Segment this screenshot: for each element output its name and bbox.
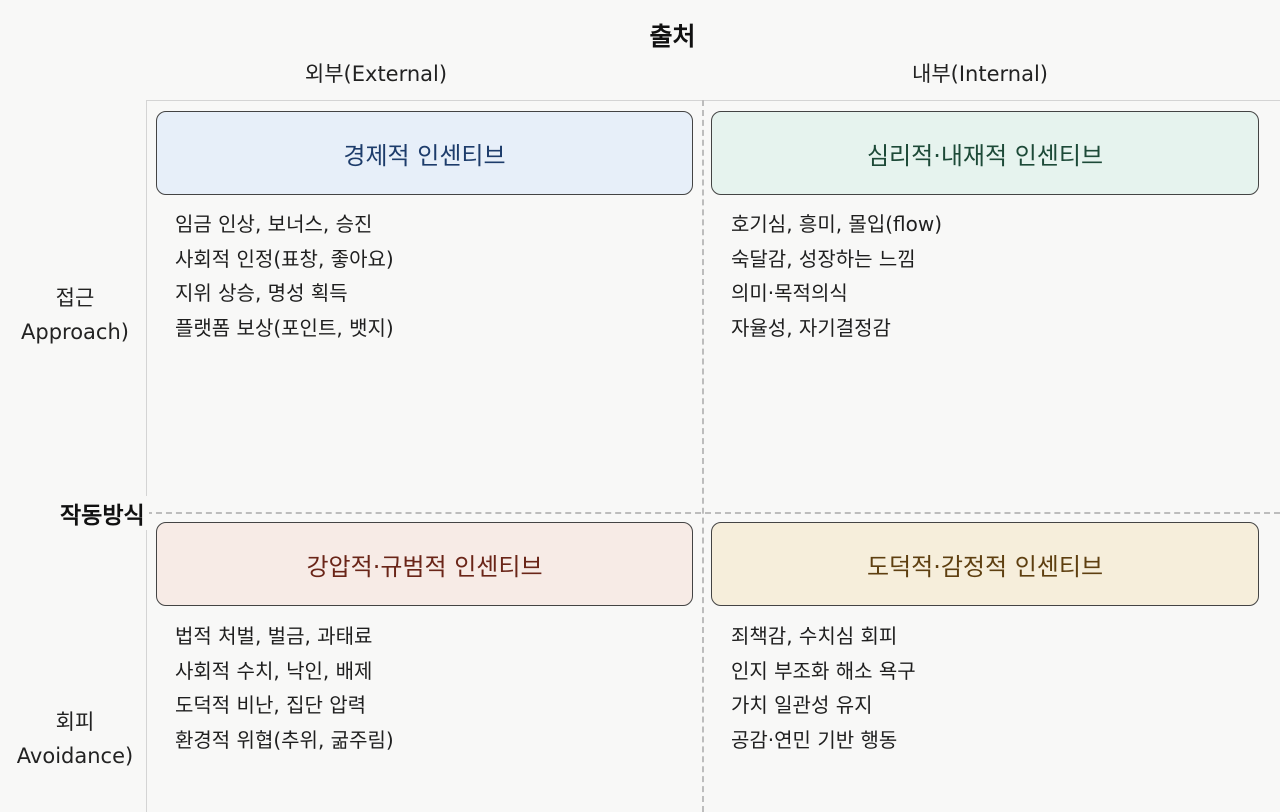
economic-item-list: 임금 인상, 보너스, 승진 사회적 인정(표창, 좋아요) 지위 상승, 명성…: [175, 207, 394, 345]
row-label-approach: 접근 Approach): [0, 281, 150, 349]
column-label-internal: 내부(Internal): [912, 62, 1048, 86]
list-item: 사회적 인정(표창, 좋아요): [175, 246, 394, 271]
list-item: 플랫폼 보상(포인트, 뱃지): [175, 315, 394, 340]
list-item: 의미·목적의식: [731, 281, 848, 305]
row-label-approach-line1: 접근: [55, 286, 95, 310]
vertical-divider: [702, 100, 704, 812]
moral-incentive-box: 도덕적·감정적 인센티브: [711, 522, 1259, 606]
row-label-avoidance-line2: Avoidance): [16, 744, 134, 768]
list-item: 인지 부조화 해소 욕구: [731, 658, 916, 683]
source-axis-title: 출처: [649, 22, 696, 51]
coercive-incentive-box: 강압적·규범적 인센티브: [156, 522, 693, 606]
psychological-item-list: 호기심, 흥미, 몰입(flow) 숙달감, 성장하는 느낌 의미·목적의식 자…: [731, 207, 942, 345]
row-label-avoidance-line1: 회피: [55, 710, 95, 734]
list-item: 호기심, 흥미, 몰입(flow): [731, 212, 943, 236]
list-item: 자율성, 자기결정감: [731, 315, 891, 340]
list-item: 죄책감, 수치심 회피: [731, 624, 898, 648]
list-item: 공감·연민 기반 행동: [731, 727, 898, 752]
list-item: 법적 처벌, 벌금, 과태료: [175, 624, 373, 648]
list-item: 사회적 수치, 낙인, 배제: [175, 658, 373, 683]
quadrant-grid-frame: [146, 100, 1280, 812]
column-label-external: 외부(External): [304, 62, 448, 86]
row-label-avoidance: 회피 Avoidance): [0, 705, 150, 773]
list-item: 숙달감, 성장하는 느낌: [731, 246, 916, 271]
economic-incentive-box: 경제적 인센티브: [156, 111, 693, 195]
list-item: 지위 상승, 명성 획득: [175, 281, 348, 305]
psychological-incentive-box: 심리적·내재적 인센티브: [711, 111, 1259, 195]
horizontal-divider: [146, 512, 1280, 514]
row-label-approach-line2: Approach): [21, 320, 129, 344]
list-item: 환경적 위협(추위, 굶주림): [175, 727, 394, 752]
moral-item-list: 죄책감, 수치심 회피 인지 부조화 해소 욕구 가치 일관성 유지 공감·연민…: [731, 619, 916, 757]
mechanism-axis-title: 작동방식: [60, 496, 149, 530]
list-item: 도덕적 비난, 집단 압력: [175, 693, 367, 717]
list-item: 임금 인상, 보너스, 승진: [175, 212, 373, 236]
coercive-item-list: 법적 처벌, 벌금, 과태료 사회적 수치, 낙인, 배제 도덕적 비난, 집단…: [175, 619, 394, 757]
list-item: 가치 일관성 유지: [731, 693, 873, 717]
